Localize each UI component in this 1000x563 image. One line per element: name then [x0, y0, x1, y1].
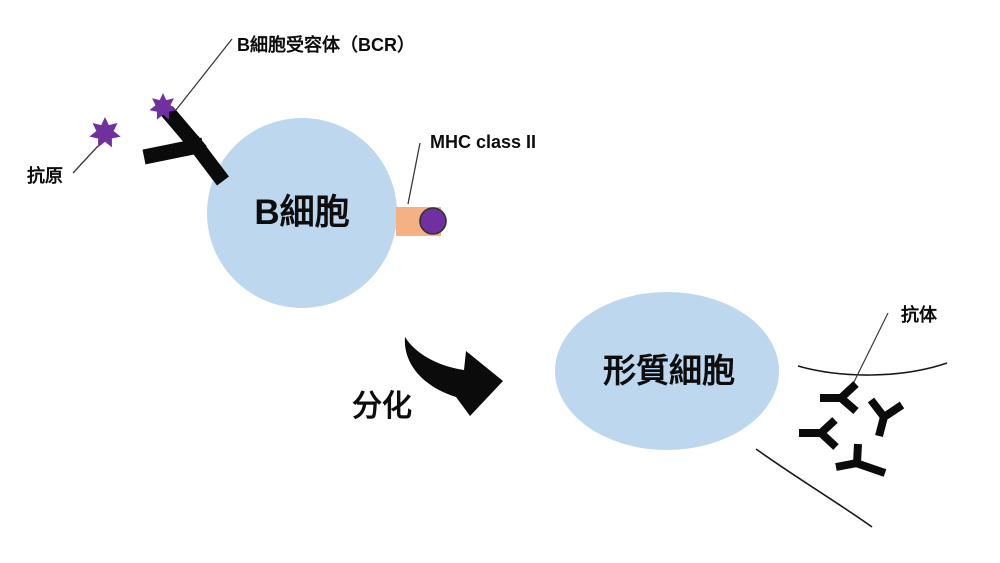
differentiation-label: 分化: [352, 390, 412, 423]
antigen-star-free-icon: [89, 117, 121, 148]
bcr-leader-line: [175, 38, 233, 111]
antibody-stem: [875, 411, 889, 438]
antibody-flow-line-bottom: [755, 448, 873, 528]
antigen-star-bound-icon: [149, 93, 177, 120]
antibody-label: 抗体: [901, 304, 938, 325]
antibody-flow-line-top: [797, 362, 948, 376]
bcr-label: B細胞受容体（BCR）: [237, 34, 415, 55]
bcr-y-icon: [142, 106, 229, 186]
b-cell-circle: [207, 118, 397, 308]
plasma-cell-ellipse: [555, 292, 779, 450]
antibody-y-icon: [820, 381, 859, 415]
antibody-y-icon: [799, 417, 839, 450]
mhc-label: MHC class II: [430, 132, 536, 152]
mhc-leader-line: [407, 142, 421, 205]
bcr-stem: [186, 135, 229, 186]
antibody-leader-line: [852, 312, 889, 385]
antigen-peptide-circle: [419, 207, 447, 235]
antigen-leader-line: [72, 145, 99, 174]
antibody-group: [799, 381, 905, 477]
antibody-stem: [851, 458, 887, 477]
antibody-y-icon: [867, 397, 905, 438]
differentiation-arrow-icon: [404, 337, 503, 416]
b-cell-label: B細胞: [254, 193, 349, 232]
antibody-y-icon: [835, 443, 887, 477]
antigen-label: 抗原: [27, 165, 63, 186]
plasma-cell-label: 形質細胞: [603, 352, 735, 389]
